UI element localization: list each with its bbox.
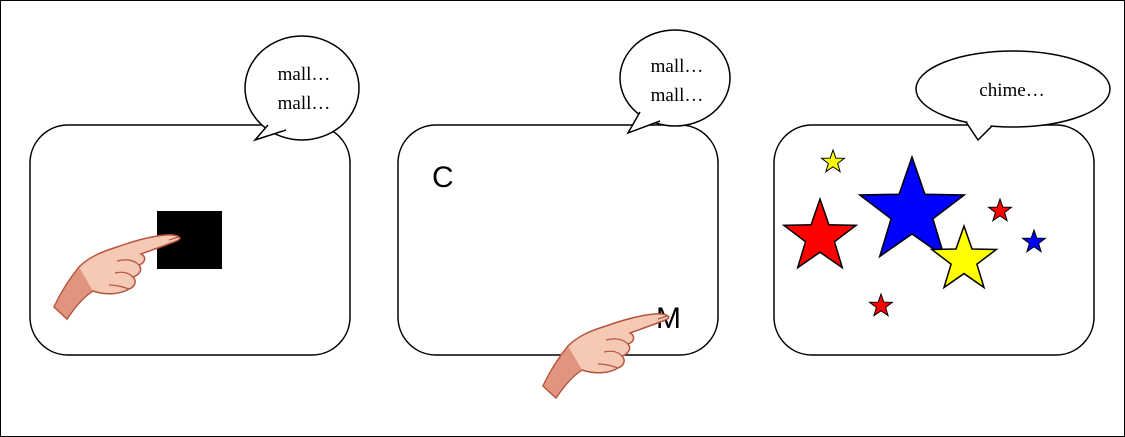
bubble-2-line-1: mall… bbox=[651, 56, 704, 77]
star-icon-yellow bbox=[820, 148, 846, 173]
star-icon-blue bbox=[857, 154, 967, 259]
star-icon-yellow bbox=[929, 223, 999, 290]
bubble-1-line-2: mall… bbox=[278, 93, 331, 114]
panel-1: mall… mall… bbox=[29, 35, 360, 356]
star-icon-blue bbox=[1021, 228, 1047, 253]
star-cluster bbox=[781, 148, 1047, 317]
bubble-3-line-1: chime… bbox=[979, 80, 1044, 101]
star-icon-red bbox=[987, 197, 1013, 222]
letter-c: C bbox=[432, 161, 454, 194]
panel-2-box bbox=[397, 124, 719, 356]
bubble-1-line-1: mall… bbox=[278, 64, 331, 85]
bubble-2-line-2: mall… bbox=[651, 85, 704, 106]
star-icon-red bbox=[781, 196, 859, 270]
panel-3: chime… bbox=[773, 50, 1111, 356]
panel-2: mall… mall… C M bbox=[397, 29, 731, 399]
star-icon-red bbox=[868, 292, 894, 317]
speech-bubble-2: mall… mall… bbox=[619, 29, 731, 135]
speech-bubble-1: mall… mall… bbox=[244, 35, 360, 142]
speech-bubble-3: chime… bbox=[915, 50, 1111, 142]
